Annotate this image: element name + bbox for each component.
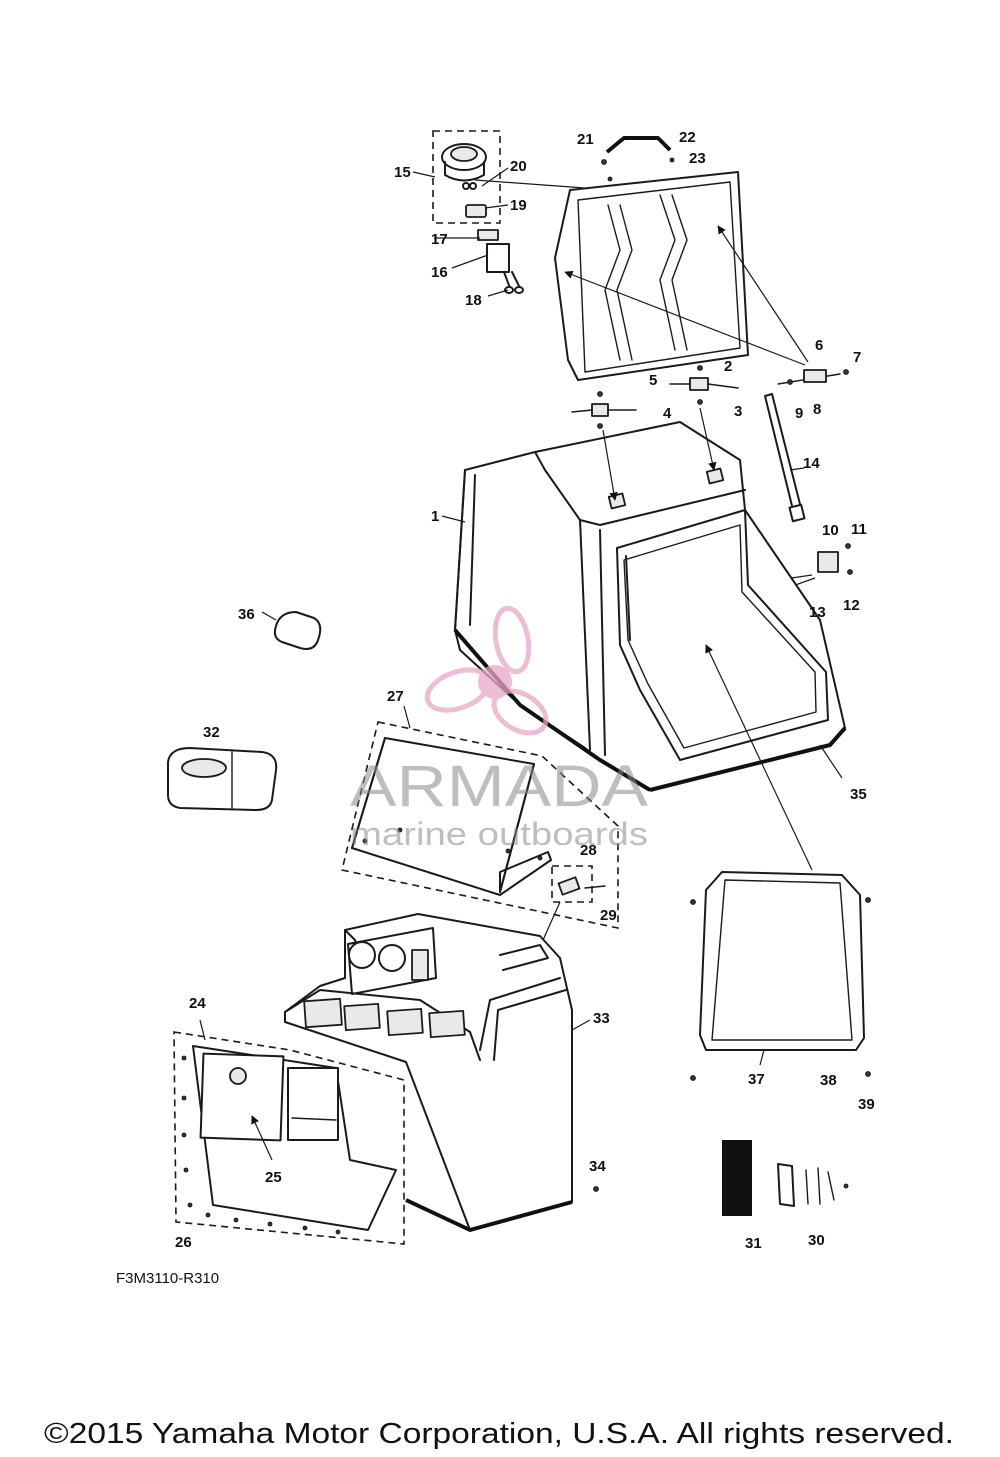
callout-24: 24 [189, 995, 206, 1012]
watermark-tagline: marine outboards [350, 816, 648, 852]
watermark-brand: ARMADA [350, 754, 648, 819]
upper-console-body [453, 407, 847, 792]
lid-panel [554, 171, 809, 381]
copyright-notice: ©2015 Yamaha Motor Corporation, U.S.A. A… [44, 1418, 954, 1450]
callout-13: 13 [809, 604, 826, 621]
callout-3: 3 [734, 403, 742, 420]
callout-26: 26 [175, 1234, 192, 1251]
callout-28: 28 [580, 842, 597, 859]
frame-37 [690, 644, 871, 1081]
callout-35: 35 [850, 786, 867, 803]
callout-31: 31 [745, 1235, 762, 1252]
part-36 [273, 611, 322, 650]
callout-25: 25 [265, 1169, 282, 1186]
callout-numbers: 1 2 3 4 5 6 7 8 9 10 11 12 13 14 15 16 1… [175, 129, 875, 1252]
handle-part [601, 136, 675, 182]
callout-12: 12 [843, 597, 860, 614]
callout-8: 8 [813, 401, 821, 418]
panel-24 [173, 1031, 405, 1245]
callout-11: 11 [851, 521, 867, 538]
callout-5: 5 [649, 372, 657, 389]
callout-16: 16 [431, 264, 448, 281]
callout-37: 37 [748, 1071, 765, 1088]
cup-holder [167, 747, 278, 811]
callout-1: 1 [431, 508, 439, 525]
callout-29: 29 [600, 907, 617, 924]
callout-21: 21 [577, 131, 594, 148]
propeller-icon [424, 605, 549, 736]
callout-7: 7 [853, 349, 861, 366]
callout-14: 14 [803, 455, 820, 472]
callout-10: 10 [822, 522, 839, 539]
hinge-hardware [571, 365, 849, 429]
callout-39: 39 [858, 1096, 875, 1113]
callout-leaders [199, 167, 843, 1066]
callout-19: 19 [510, 197, 527, 214]
callout-20: 20 [510, 158, 527, 175]
callout-38: 38 [820, 1072, 837, 1089]
callout-36: 36 [238, 606, 255, 623]
parts-30-31 [722, 1140, 849, 1216]
panel-27 [341, 721, 619, 959]
callout-18: 18 [465, 292, 482, 309]
callout-22: 22 [679, 129, 696, 146]
callout-17: 17 [431, 231, 448, 248]
watermark: ARMADA marine outboards [350, 605, 648, 852]
callout-6: 6 [815, 337, 823, 354]
callout-27: 27 [387, 688, 404, 705]
figure-code: F3M3110-R310 [116, 1270, 219, 1287]
lower-console-body [284, 913, 599, 1232]
callout-34: 34 [589, 1158, 606, 1175]
callout-15: 15 [394, 164, 411, 181]
callout-23: 23 [689, 150, 706, 167]
callout-33: 33 [593, 1010, 610, 1027]
callout-9: 9 [795, 405, 803, 422]
callout-4: 4 [663, 405, 672, 422]
callout-2: 2 [724, 358, 732, 375]
callout-32: 32 [203, 724, 220, 741]
callout-30: 30 [808, 1232, 825, 1249]
